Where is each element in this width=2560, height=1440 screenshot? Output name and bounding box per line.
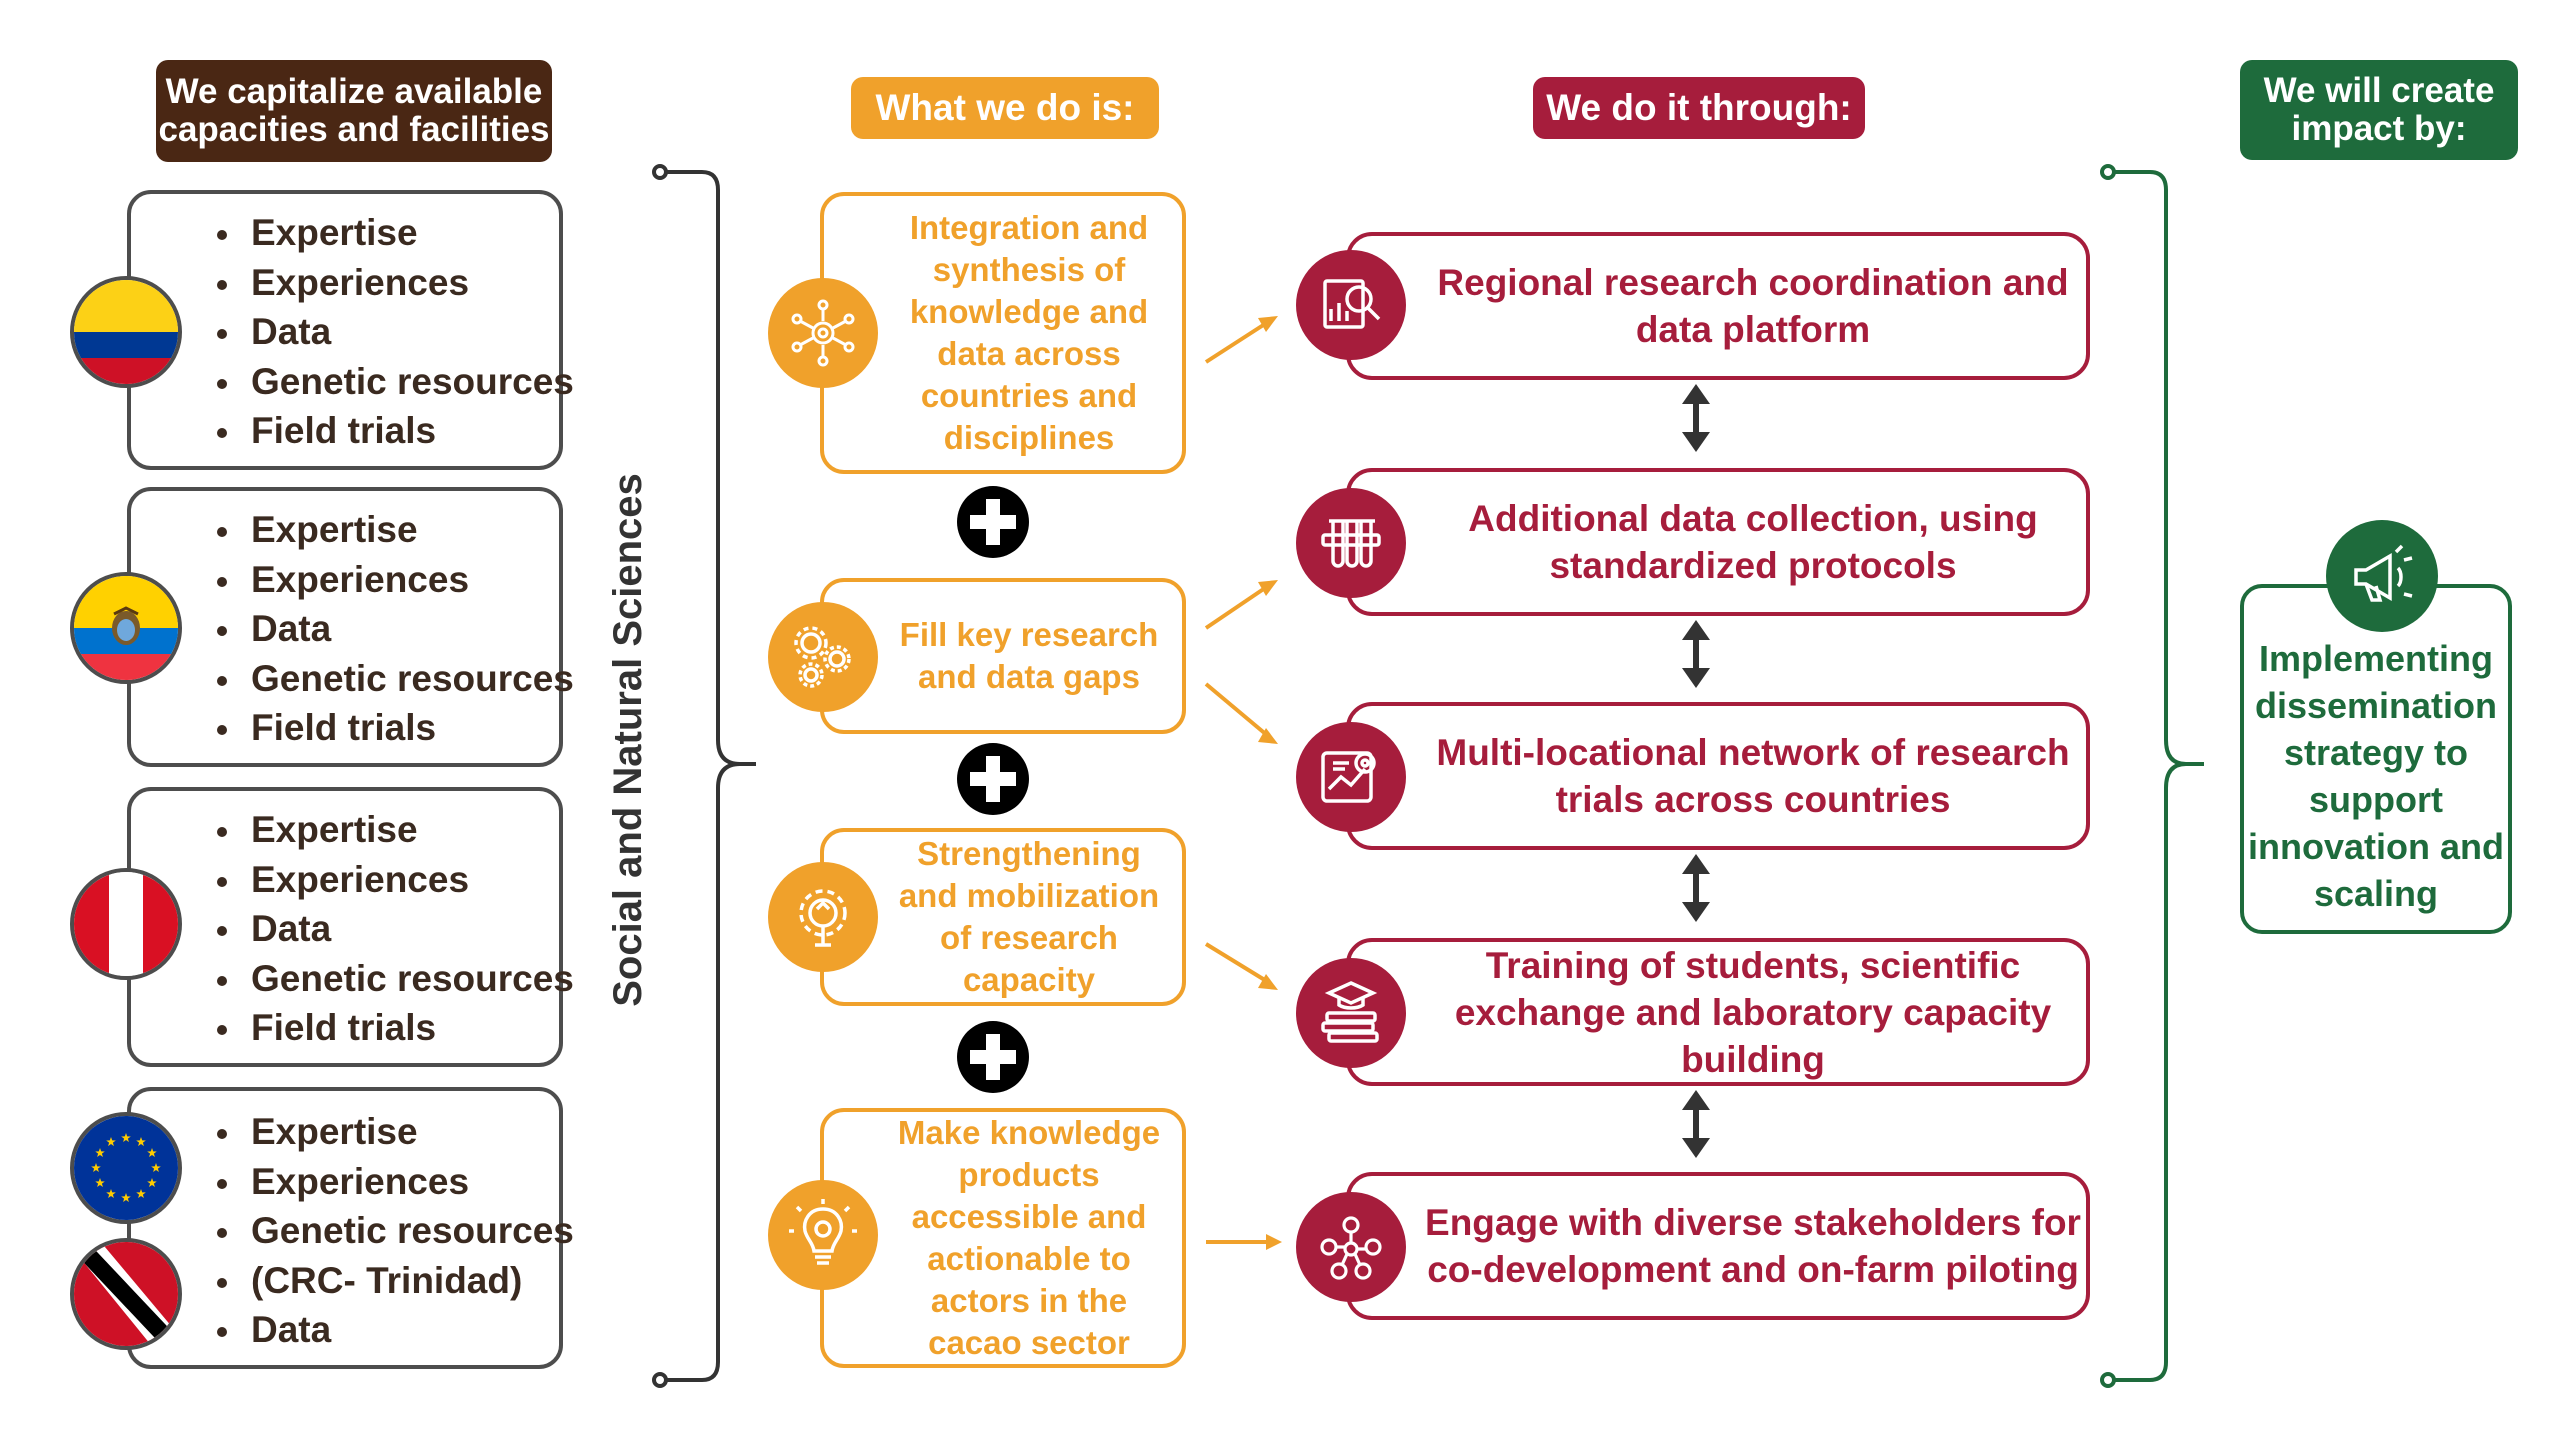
capacity-item: Experiences bbox=[217, 258, 574, 308]
capacity-item: Expertise bbox=[217, 805, 574, 855]
capacity-item: (CRC- Trinidad) bbox=[217, 1256, 574, 1306]
capacity-box-peru: Expertise Experiences Data Genetic resou… bbox=[127, 787, 574, 1067]
eu-star bbox=[91, 1163, 101, 1172]
through-text: Additional data collection, using standa… bbox=[1468, 498, 2038, 586]
gears-icon bbox=[768, 602, 878, 712]
action-text: Make knowledge products accessible and a… bbox=[897, 1114, 1161, 1361]
through-box-training: Training of students, scientific exchang… bbox=[1346, 938, 2090, 1086]
arrow-integration-to-coordination bbox=[1204, 320, 1270, 364]
eu-star bbox=[106, 1137, 116, 1147]
through-box-trials-network: Multi-locational network of research tri… bbox=[1346, 702, 2090, 850]
capacity-item: Expertise bbox=[217, 505, 574, 555]
capacity-list: Expertise Experiences Data Genetic resou… bbox=[217, 208, 574, 456]
orange-arrows bbox=[1204, 320, 1272, 1244]
stakeholders-network-icon bbox=[1296, 1192, 1406, 1302]
eu-star bbox=[151, 1163, 161, 1172]
arrow-gaps-to-collection bbox=[1204, 584, 1270, 630]
header-capacities: We capitalize available capacities and f… bbox=[156, 60, 552, 162]
header-impact: We will create impact by: bbox=[2240, 60, 2518, 160]
capacity-item: Expertise bbox=[217, 208, 574, 258]
through-text: Engage with diverse stakeholders for co-… bbox=[1425, 1202, 2081, 1290]
capacity-item: Data bbox=[217, 307, 574, 357]
through-text: Regional research coordination and data … bbox=[1437, 262, 2069, 350]
through-box-stakeholders: Engage with diverse stakeholders for co-… bbox=[1346, 1172, 2090, 1320]
eu-star bbox=[121, 1133, 131, 1142]
eu-star bbox=[95, 1178, 105, 1187]
header-what-we-do: What we do is: bbox=[851, 77, 1159, 139]
capacity-item: Genetic resources bbox=[217, 357, 574, 407]
capacity-item: Data bbox=[217, 904, 574, 954]
arrow-gaps-to-network bbox=[1204, 682, 1270, 738]
test-tubes-icon bbox=[1296, 488, 1406, 598]
capacity-item: Expertise bbox=[217, 1107, 574, 1157]
capacity-item: Data bbox=[217, 604, 574, 654]
eu-star bbox=[121, 1193, 131, 1202]
capacity-item: Experiences bbox=[217, 555, 574, 605]
capacity-list: Expertise Experiences Data Genetic resou… bbox=[217, 505, 574, 753]
capacity-item: Field trials bbox=[217, 1003, 574, 1053]
megaphone-icon bbox=[2326, 520, 2438, 632]
capacity-item: Experiences bbox=[217, 1157, 574, 1207]
capacity-item: Genetic resources bbox=[217, 954, 574, 1004]
eu-star bbox=[147, 1148, 157, 1157]
search-chart-icon bbox=[1296, 250, 1406, 360]
vertical-double-arrows bbox=[1682, 384, 1710, 1158]
eu-star bbox=[136, 1189, 146, 1198]
action-box-integration: Integration and synthesis of knowledge a… bbox=[820, 192, 1186, 474]
through-box-data-collection: Additional data collection, using standa… bbox=[1346, 468, 2090, 616]
network-gear-icon bbox=[768, 278, 878, 388]
eu-flag bbox=[70, 1112, 182, 1224]
capacity-item: Genetic resources bbox=[217, 654, 574, 704]
books-icon bbox=[1296, 958, 1406, 1068]
arrow-capacity-to-training bbox=[1204, 942, 1270, 984]
eu-star bbox=[147, 1178, 157, 1187]
plus-icon bbox=[957, 1021, 1029, 1093]
capacity-item: Data bbox=[217, 1305, 574, 1355]
eu-star bbox=[136, 1137, 146, 1147]
action-text: Integration and synthesis of knowledge a… bbox=[909, 209, 1149, 456]
through-box-coordination: Regional research coordination and data … bbox=[1346, 232, 2090, 380]
capacity-box-eu-trinidad: Expertise Experiences Genetic resources … bbox=[127, 1087, 574, 1369]
plus-icon bbox=[957, 743, 1029, 815]
field-map-icon bbox=[1296, 722, 1406, 832]
capacity-item: Field trials bbox=[217, 703, 574, 753]
right-brace bbox=[2100, 164, 2204, 1388]
capacity-list: Expertise Experiences Data Genetic resou… bbox=[217, 805, 574, 1053]
action-text: Fill key research and data gaps bbox=[899, 616, 1159, 695]
action-text: Strengthening and mobilization of resear… bbox=[898, 835, 1160, 998]
capacity-box-ecuador: Expertise Experiences Data Genetic resou… bbox=[127, 487, 574, 767]
capacity-item: Experiences bbox=[217, 855, 574, 905]
action-box-knowledge-products: Make knowledge products accessible and a… bbox=[820, 1108, 1186, 1368]
eu-star bbox=[95, 1148, 105, 1157]
capacity-box-colombia: Expertise Experiences Data Genetic resou… bbox=[127, 190, 574, 470]
impact-text: Implementing dissemination strategy to s… bbox=[2248, 638, 2504, 914]
through-text: Training of students, scientific exchang… bbox=[1454, 944, 2052, 1080]
peru-flag bbox=[70, 868, 182, 980]
colombia-flag bbox=[70, 276, 182, 388]
capacity-item: Field trials bbox=[217, 406, 574, 456]
left-brace bbox=[652, 164, 756, 1388]
impact-box: Implementing dissemination strategy to s… bbox=[2240, 584, 2512, 934]
trinidad-flag bbox=[70, 1238, 182, 1350]
head-gear-icon bbox=[768, 862, 878, 972]
eu-star bbox=[106, 1189, 116, 1198]
action-box-strengthening: Strengthening and mobilization of resear… bbox=[820, 828, 1186, 1006]
header-through: We do it through: bbox=[1533, 77, 1865, 139]
capacity-item: Genetic resources bbox=[217, 1206, 574, 1256]
plus-icon bbox=[957, 486, 1029, 558]
capacity-list: Expertise Experiences Genetic resources … bbox=[217, 1107, 574, 1355]
lightbulb-icon bbox=[768, 1180, 878, 1290]
through-text: Multi-locational network of research tri… bbox=[1436, 732, 2070, 820]
action-box-fill-gaps: Fill key research and data gaps bbox=[820, 578, 1186, 734]
